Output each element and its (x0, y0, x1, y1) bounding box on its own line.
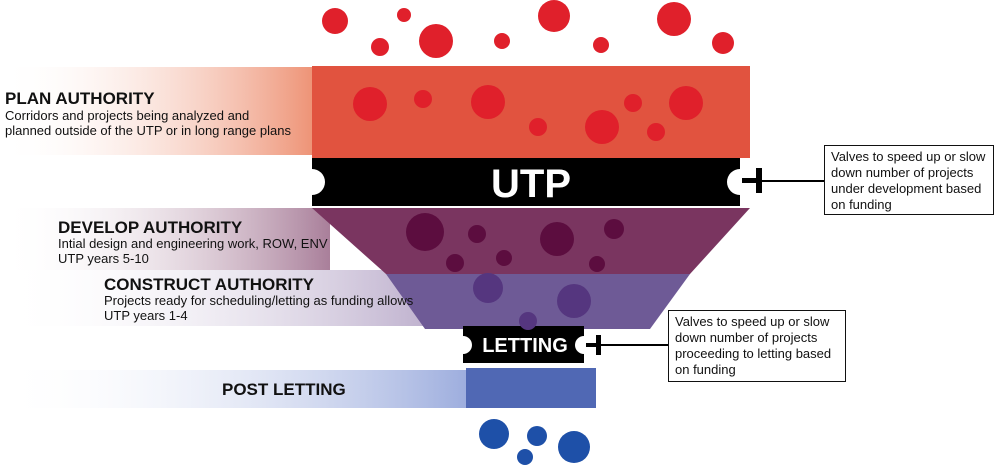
post-letting-block (466, 368, 596, 408)
incoming-bubbles (322, 0, 734, 58)
plan-title: PLAN AUTHORITY (5, 89, 155, 108)
construct-title: CONSTRUCT AUTHORITY (104, 275, 315, 294)
funnel-construct (386, 274, 690, 329)
funnel-develop (312, 208, 750, 274)
develop-desc-line2: UTP years 5-10 (58, 251, 149, 266)
plan-band (0, 67, 312, 155)
construct-band (0, 270, 450, 326)
letting-valve-note: Valves to speed up or slow down number o… (668, 310, 846, 382)
construct-desc-line2: UTP years 1-4 (104, 308, 188, 323)
utp-bar (312, 158, 740, 206)
post-band (0, 370, 466, 408)
utp-label: UTP (491, 162, 571, 206)
letting-valve-icon (586, 335, 601, 355)
construct-bubbles (473, 273, 591, 330)
letting-note-line: on funding (675, 362, 736, 377)
letting-bar (463, 326, 584, 363)
develop-title: DEVELOP AUTHORITY (58, 218, 243, 237)
utp-note-line: under development based (831, 181, 982, 196)
construct-desc-line1: Projects ready for scheduling/letting as… (104, 293, 414, 308)
utp-valve-note: Valves to speed up or slow down number o… (824, 145, 994, 215)
utp-note-line: on funding (831, 197, 892, 212)
letting-note-line: proceeding to letting based (675, 346, 832, 361)
utp-note-line: Valves to speed up or slow (831, 149, 986, 164)
utp-valve-icon (742, 168, 762, 193)
post-letting-title: POST LETTING (222, 380, 346, 399)
plan-desc-line2: planned outside of the UTP or in long ra… (5, 123, 291, 138)
plan-bubbles (353, 85, 703, 144)
letting-note-line: Valves to speed up or slow (675, 314, 830, 329)
plan-desc-line1: Corridors and projects being analyzed an… (5, 108, 249, 123)
develop-band (0, 208, 330, 270)
letting-note-line: down number of projects (675, 330, 818, 345)
develop-desc-line1: Intial design and engineering work, ROW,… (58, 236, 328, 251)
outgoing-bubbles (479, 419, 590, 465)
develop-bubbles (406, 213, 624, 272)
letting-label: LETTING (482, 335, 568, 357)
utp-note-line: down number of projects (831, 165, 974, 180)
